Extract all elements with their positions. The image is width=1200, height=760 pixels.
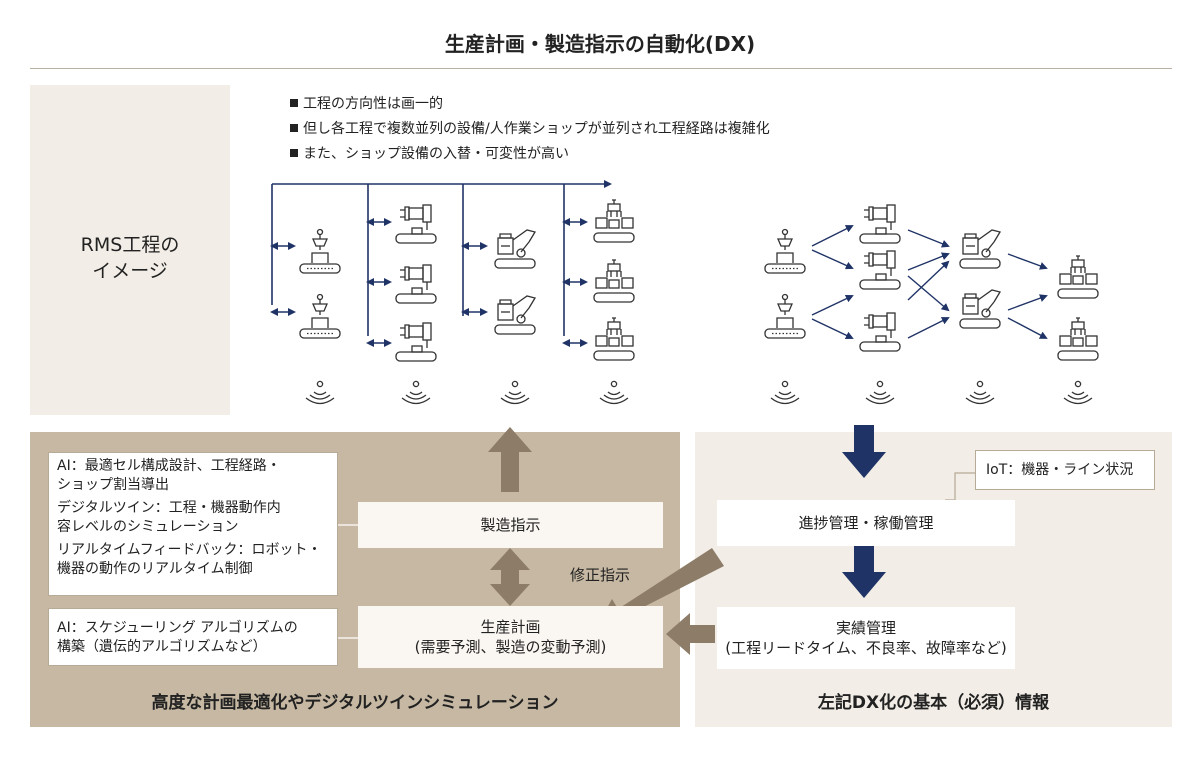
note-ai-design-line2: ショップ割当導出 xyxy=(57,477,169,493)
note-ai-sched-line2: 構築（遺伝的アルゴリズムなど） xyxy=(57,639,267,655)
navy-flow-arrows xyxy=(842,425,886,598)
bullet-item: 但し各工程で複数並列の設備/人作業ショップが並列され工程経路は複雑化 xyxy=(290,117,770,142)
manufacturing-instruction-box: 製造指示 xyxy=(358,502,663,548)
title-divider xyxy=(30,68,1172,69)
iot-note-text: IoT：機器・ライン状況 xyxy=(986,462,1134,478)
arrow-down-to-results xyxy=(842,545,886,598)
rms-label: RMS工程の イメージ xyxy=(30,232,230,284)
rms-label-line2: イメージ xyxy=(92,260,168,282)
note-feedback-line2: 機器の動作のリアルタイム制御 xyxy=(57,561,253,577)
rms-network-right xyxy=(811,225,1048,340)
note-twin-line2: 容レベルのシミュレーション xyxy=(57,519,239,535)
correction-instruction-label: 修正指示 xyxy=(570,566,631,584)
rms-label-box xyxy=(30,85,230,415)
wireless-icons xyxy=(305,380,1093,405)
production-plan-label: 生産計画 xyxy=(480,618,541,636)
rms-network-lines xyxy=(270,180,612,347)
ai-twin-feedback-note: AI：最適セル構成設計、工程経路・ ショップ割当導出 デジタルツイン：工程・機器… xyxy=(48,452,338,596)
bullet-list: 工程の方向性は画一的 但し各工程で複数並列の設備/人作業ショップが並列され工程経… xyxy=(290,92,770,167)
note-ai-sched-line1: AI：スケジューリング アルゴリズムの xyxy=(57,620,298,636)
production-plan-box: 生産計画 (需要予測、製造の変動予測) xyxy=(358,606,663,668)
progress-management-box: 進捗管理・稼働管理 xyxy=(717,500,1015,546)
rms-machines-right xyxy=(764,204,1099,361)
diagram-title: 生産計画・製造指示の自動化(DX) xyxy=(444,32,756,56)
bullet-item: 工程の方向性は画一的 xyxy=(290,92,770,117)
rms-machines-left xyxy=(299,199,635,362)
arrow-left-to-plan xyxy=(666,613,715,655)
iot-note: IoT：機器・ライン状況 xyxy=(975,450,1155,490)
bullet-item: また、ショップ設備の入替・可変性が高い xyxy=(290,142,770,167)
note-feedback-line1: リアルタイムフィードバック：ロボット・ xyxy=(57,542,322,558)
results-management-box: 実績管理 (工程リードタイム、不良率、故障率など) xyxy=(717,607,1015,669)
manufacturing-instruction-label: 製造指示 xyxy=(480,516,541,534)
arrow-double-vertical xyxy=(490,548,530,606)
rms-label-line1: RMS工程の xyxy=(80,234,180,256)
note-twin-line1: デジタルツイン：工程・機器動作内 xyxy=(57,500,281,516)
progress-management-label: 進捗管理・稼働管理 xyxy=(798,514,934,532)
right-panel-caption: 左記DX化の基本（必須）情報 xyxy=(817,693,1050,713)
note-ai-design-line1: AI：最適セル構成設計、工程経路・ xyxy=(57,458,281,474)
iot-connector xyxy=(945,472,975,501)
ai-scheduling-note: AI：スケジューリング アルゴリズムの 構築（遺伝的アルゴリズムなど） xyxy=(48,608,338,666)
results-management-sublabel: (工程リードタイム、不良率、故障率など) xyxy=(725,639,1007,657)
results-management-label: 実績管理 xyxy=(835,619,896,637)
left-panel-caption: 高度な計画最適化やデジタルツインシミュレーション xyxy=(151,693,559,713)
note-connectors xyxy=(338,524,358,639)
production-plan-sublabel: (需要予測、製造の変動予測) xyxy=(414,638,607,656)
arrow-up-to-machines xyxy=(488,427,532,492)
arrow-down-to-progress xyxy=(842,425,886,478)
